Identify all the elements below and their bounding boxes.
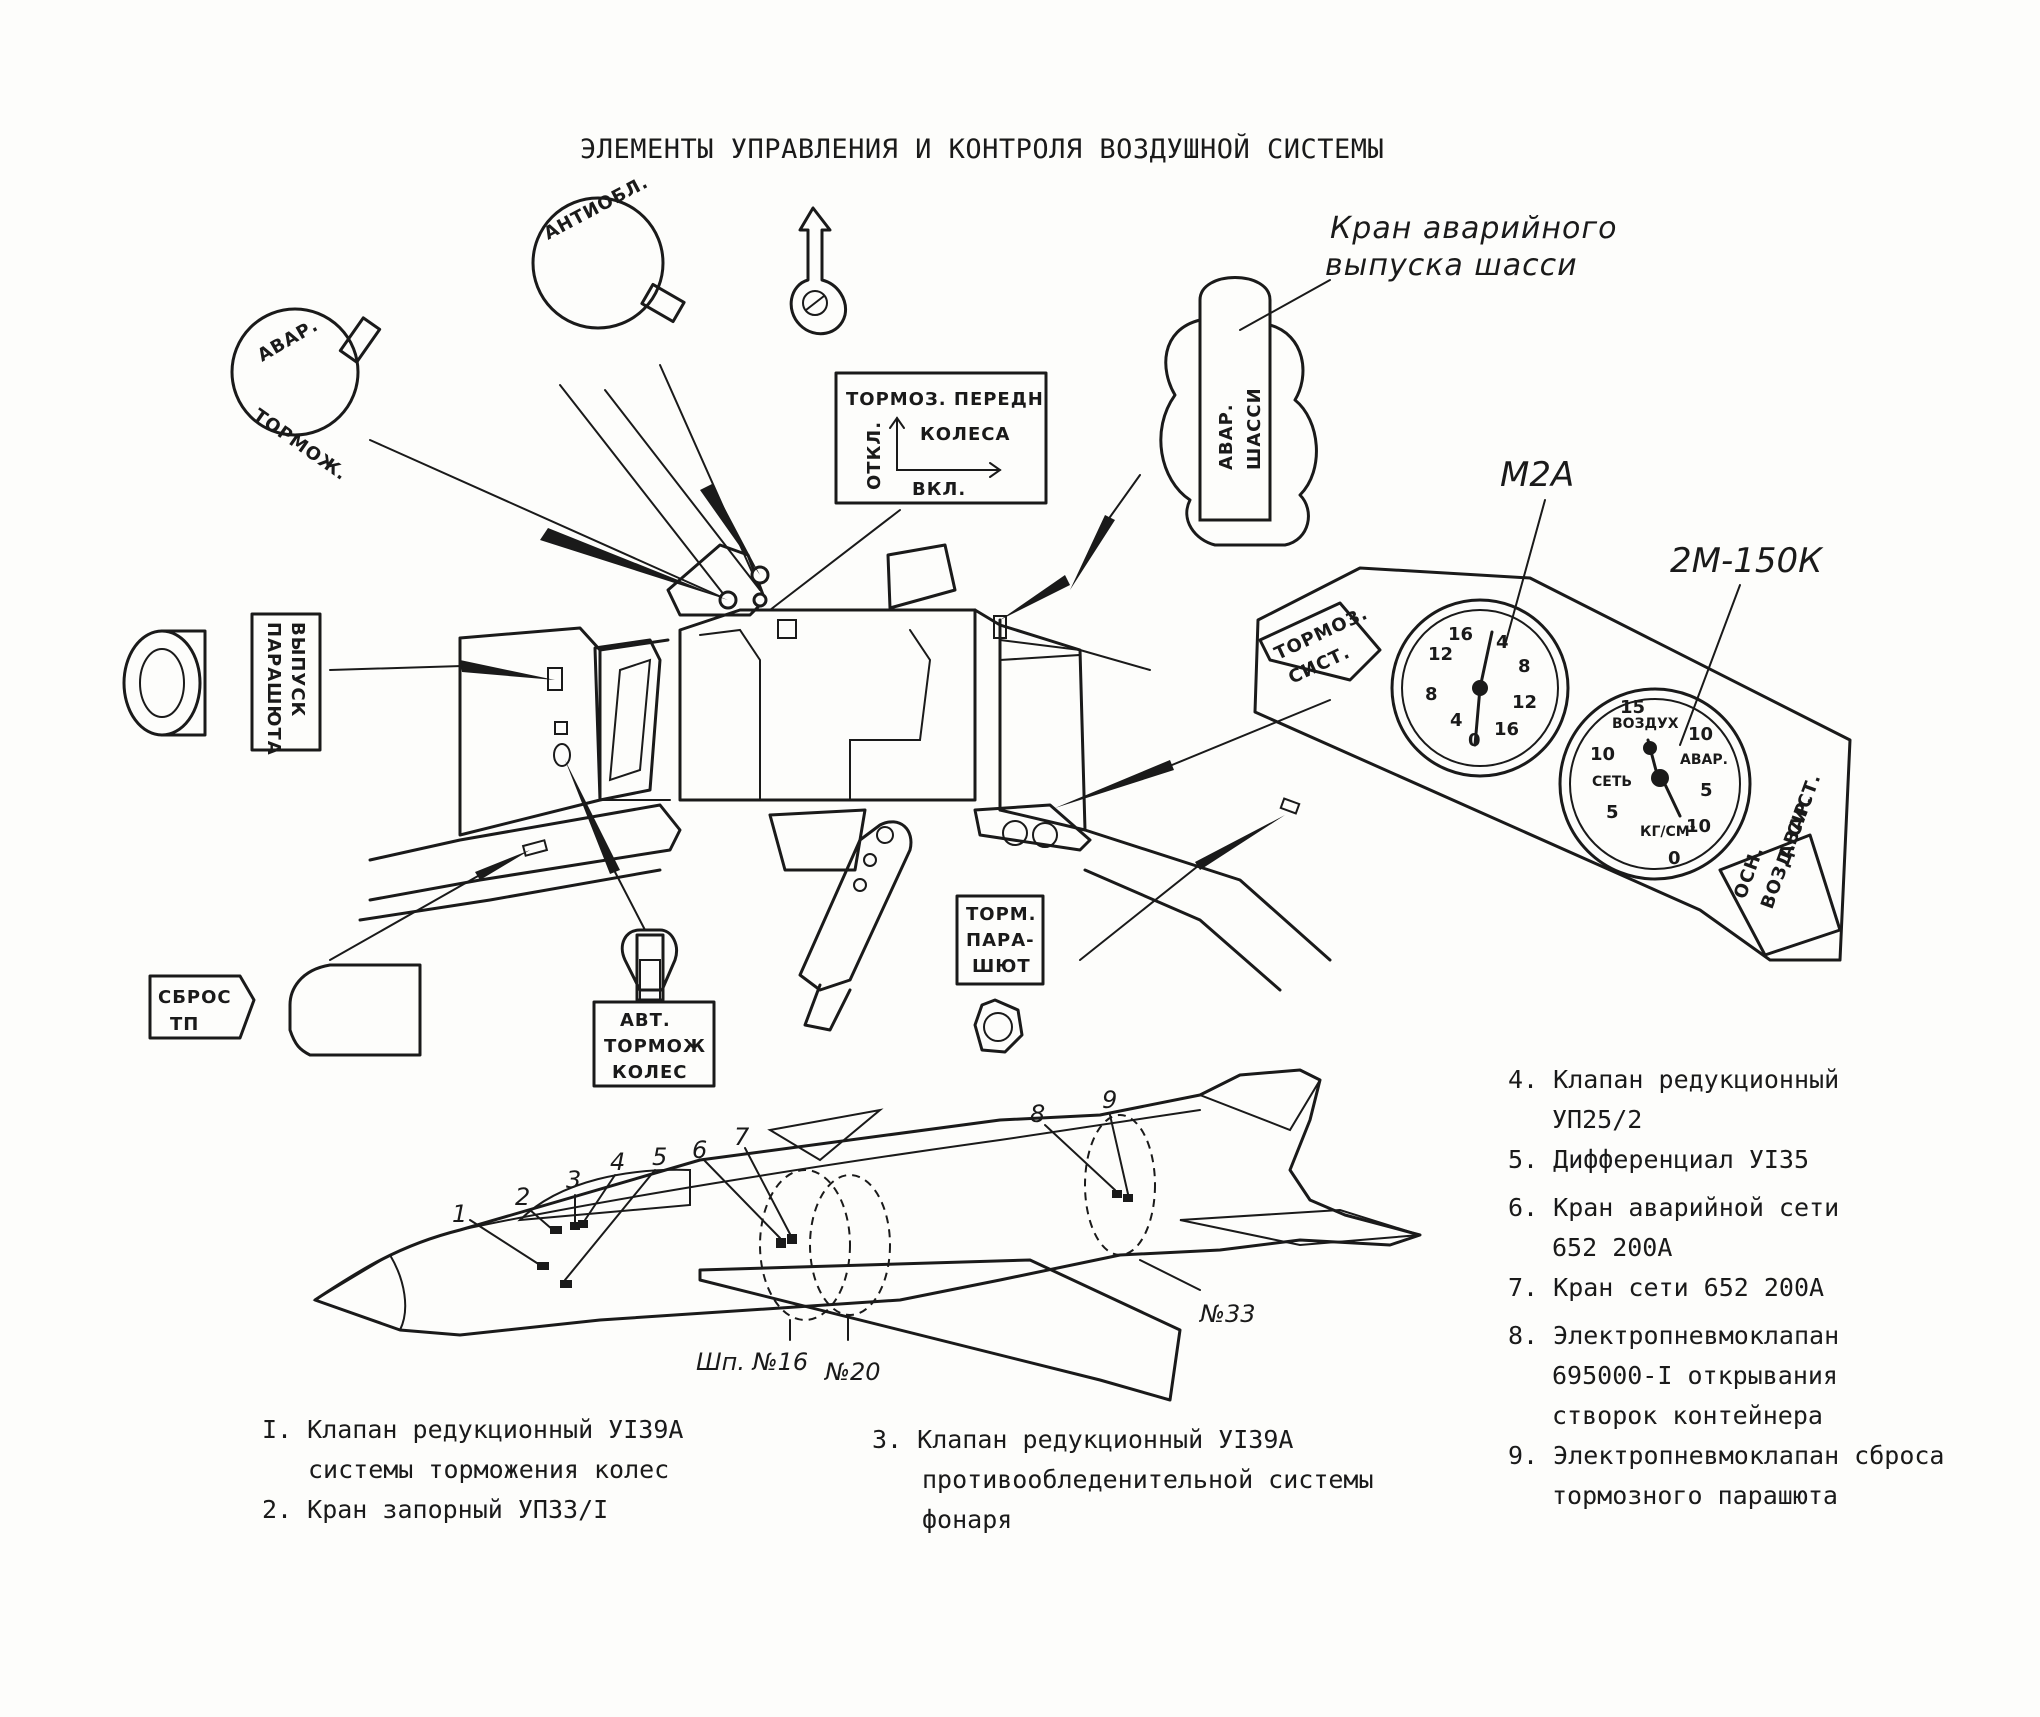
g150-tick-10-right: 10: [1688, 724, 1713, 745]
legend-9a: 9. Электропневмоклапан сброса: [1508, 1441, 1945, 1470]
gauge-150k-callout: 2М-150К: [1670, 541, 1824, 581]
legend-3a: 3. Клапан редукционный УI39А: [872, 1425, 1293, 1454]
emergency-brake-knob: АВАР. ТОРМОЖ.: [230, 307, 382, 485]
auto-brake-plate: АВТ. ТОРМОЖ КОЛЕС: [592, 1000, 716, 1088]
gear-label-1: АВАР.: [1216, 403, 1237, 470]
gear-crane-annotation-2: выпуска шасси: [1325, 248, 1578, 283]
legend-8a: 8. Электропневмоклапан: [1508, 1321, 1839, 1350]
legend-8b: 695000-I открывания: [1552, 1361, 1838, 1390]
brake-chute-line2: ПАРА-: [966, 930, 1035, 951]
g150-tick-5-left: 5: [1606, 802, 1619, 823]
frame-16: Шп. №16: [696, 1348, 808, 1376]
auto-brake-line3: КОЛЕС: [612, 1062, 687, 1083]
m2a-tick-12-right: 12: [1512, 692, 1537, 713]
parachute-release-plate: ВЫПУСК ПАРАШЮТА: [250, 612, 322, 756]
emergency-label: АВАР.: [254, 315, 322, 366]
g150-tick-10-left: 10: [1590, 744, 1615, 765]
legend-4b: УП25/2: [1552, 1105, 1642, 1134]
drop-line2: ТП: [170, 1014, 199, 1035]
legend-1b: системы торможения колес: [308, 1455, 669, 1484]
control-stick: [768, 808, 913, 1032]
frame-20: №20: [823, 1358, 881, 1386]
frame-33: №33: [1198, 1300, 1256, 1328]
g150-label-air: ВОЗДУХ: [1612, 716, 1679, 732]
front-brake-line1: ТОРМОЗ. ПЕРЕДН: [846, 389, 1044, 410]
m2a-tick-4-left: 4: [1450, 710, 1463, 731]
legend-1a: I. Клапан редукционный УI39А: [262, 1415, 683, 1444]
drop-tp-plate: СБРОС ТП: [148, 974, 256, 1040]
legend-9b: тормозного парашюта: [1552, 1481, 1838, 1510]
aircraft-side-view: 1 2 3 4 5 6 7 8 9 Шп. №16 №20 №33: [312, 1068, 1422, 1402]
legend-4a: 4. Клапан редукционный: [1508, 1065, 1839, 1094]
auto-brake-handle: [620, 928, 678, 1002]
front-wheel-brake-plate: ТОРМОЗ. ПЕРЕДН КОЛЕСА ОТКЛ. ВКЛ.: [834, 371, 1048, 505]
m2a-tick-16-left: 16: [1448, 624, 1473, 645]
legend-8c: створок контейнера: [1552, 1401, 1823, 1430]
page-title: ЭЛЕМЕНТЫ УПРАВЛЕНИЯ И КОНТРОЛЯ ВОЗДУШНОЙ…: [580, 133, 1384, 165]
callout-4: 4: [610, 1148, 625, 1176]
callout-8: 8: [1030, 1100, 1045, 1128]
g150-label-avar: АВАР.: [1680, 752, 1728, 768]
chute-line1: ВЫПУСК: [287, 622, 308, 717]
g150-tick-0: 0: [1668, 848, 1681, 869]
emergency-gear-handle: АВАР. ШАССИ: [1159, 276, 1318, 547]
front-brake-off: ОТКЛ.: [864, 421, 885, 490]
brake-chute-line1: ТОРМ.: [966, 904, 1037, 925]
gear-label-2: ШАССИ: [1244, 387, 1265, 470]
brake-chute-plate: ТОРМ. ПАРА- ШЮТ: [955, 894, 1045, 986]
chute-line2: ПАРАШЮТА: [263, 622, 284, 756]
callout-9: 9: [1102, 1086, 1117, 1114]
drop-line1: СБРОС: [158, 987, 232, 1008]
antiicing-knob: АНТИОБЛ.: [531, 172, 686, 330]
cockpit-schematic: [329, 364, 1332, 992]
m2a-tick-12-left: 12: [1428, 644, 1453, 665]
legend-2: 2. Кран запорный УП33/I: [262, 1495, 608, 1524]
selector-switch-icon: [789, 206, 848, 336]
callout-5: 5: [652, 1143, 667, 1171]
g150-tick-15: 15: [1620, 697, 1645, 718]
g150-tick-10-low: 10: [1686, 816, 1711, 837]
drop-tp-handle: [288, 963, 422, 1057]
gauge-2m-150k: 15 10 5 0 10 5 10 ВОЗДУХ СЕТЬ АВАР. КГ/С…: [1558, 687, 1752, 881]
m2a-tick-4-right: 4: [1496, 632, 1509, 653]
legend-3c: фонаря: [922, 1505, 1012, 1534]
auto-brake-line1: АВТ.: [620, 1010, 671, 1031]
front-brake-on: ВКЛ.: [912, 479, 966, 500]
legend: I. Клапан редукционный УI39А системы тор…: [262, 1065, 1945, 1534]
g150-label-unit: КГ/СМ²: [1640, 824, 1696, 840]
callout-7: 7: [734, 1123, 750, 1151]
brake-chute-line3: ШЮТ: [972, 956, 1031, 977]
avar-panel-label: АВАР.: [1775, 792, 1818, 862]
legend-5: 5. Дифференциал УI35: [1508, 1145, 1809, 1174]
gauge-panel: ТОРМОЗ. СИСТ. ОСН. ВОЗД. СИСТ. АВАР.: [1253, 566, 1852, 962]
legend-6a: 6. Кран аварийной сети: [1508, 1193, 1839, 1222]
callout-3: 3: [566, 1166, 581, 1194]
g150-label-net: СЕТЬ: [1592, 774, 1632, 790]
legend-7: 7. Кран сети 652 200А: [1508, 1273, 1824, 1302]
m2a-callout: М2А: [1500, 455, 1574, 495]
m2a-tick-8-left: 8: [1425, 684, 1438, 705]
brake-label: ТОРМОЖ.: [249, 405, 351, 485]
parachute-button: [122, 629, 207, 737]
auto-brake-line2: ТОРМОЖ: [604, 1036, 706, 1057]
gauge-m2a: 8 12 16 4 0 4 8 12 16: [1390, 598, 1570, 778]
callout-1: 1: [452, 1200, 467, 1228]
hex-nut-icon: [973, 998, 1024, 1054]
legend-6b: 652 200А: [1552, 1233, 1672, 1262]
callout-2: 2: [515, 1183, 530, 1211]
front-brake-line2: КОЛЕСА: [920, 424, 1010, 445]
legend-3b: противообледенительной системы: [922, 1465, 1374, 1494]
m2a-tick-16-right: 16: [1494, 719, 1519, 740]
g150-tick-5-right: 5: [1700, 780, 1713, 801]
callout-6: 6: [692, 1136, 707, 1164]
gear-crane-annotation-1: Кран аварийного: [1330, 211, 1617, 246]
m2a-tick-8-right: 8: [1518, 656, 1531, 677]
